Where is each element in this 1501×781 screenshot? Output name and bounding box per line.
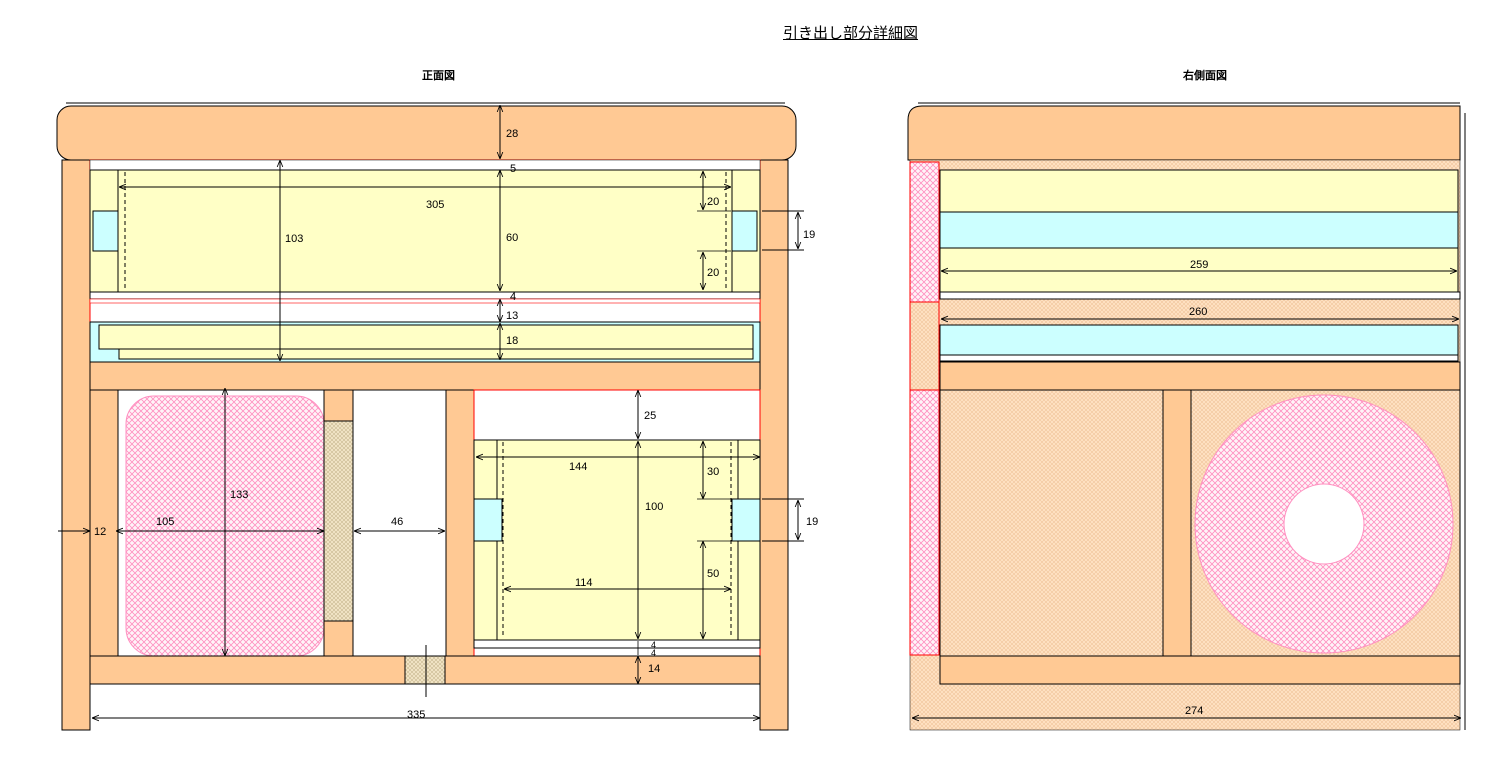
dim-lower-height: 100 <box>645 501 663 513</box>
front-view <box>56 102 797 731</box>
dim-lower-gap-a: 4 <box>651 640 656 650</box>
left-leg <box>61 159 91 731</box>
dim-rail-thickness: 19 <box>803 229 815 241</box>
dim-lower-top-gap: 25 <box>644 410 656 422</box>
dim-inner-width: 335 <box>407 709 425 721</box>
dim-cd-width: 105 <box>156 516 174 528</box>
dim-cd-height: 133 <box>230 489 248 501</box>
dim-lower-gap-b: 4 <box>651 648 656 658</box>
drawing-title: 引き出し部分詳細図 <box>783 24 919 42</box>
dim-side-thickness: 12 <box>94 526 106 538</box>
side-upper-slide <box>939 211 1459 249</box>
dim-lower-width: 144 <box>569 461 587 473</box>
dim-tray: 18 <box>506 335 518 347</box>
middle-shelf <box>89 361 761 391</box>
upper-drawer <box>117 169 733 293</box>
dim-upper-depth: 103 <box>285 233 303 245</box>
front-view-label: 正面図 <box>422 69 455 82</box>
dim-rail-offset-bottom: 20 <box>707 267 719 279</box>
side-view <box>907 102 1466 731</box>
tray <box>98 324 754 350</box>
dimension-labels: 28 5 305 103 60 20 20 19 4 13 18 133 105… <box>94 128 1208 721</box>
lower-drawer <box>473 439 761 641</box>
dim-gap-mid: 46 <box>391 516 403 528</box>
dim-top-board: 28 <box>506 128 518 140</box>
dim-drawer-width: 305 <box>426 199 444 211</box>
lower-right-slide <box>731 498 761 542</box>
lower-divider <box>445 389 475 657</box>
dim-side-tray-depth: 260 <box>1189 306 1207 318</box>
right-leg <box>759 159 789 731</box>
dim-bottom-board: 14 <box>648 663 660 675</box>
lower-left-slide <box>473 498 503 542</box>
dimension-lines <box>58 105 1461 728</box>
top-board <box>56 105 797 161</box>
upper-left-slide <box>92 210 119 252</box>
dim-gap-top: 5 <box>510 163 516 175</box>
dim-lower-inner-width: 114 <box>575 577 593 589</box>
side-view-label: 右側面図 <box>1183 69 1227 82</box>
dim-bottom-gap: 4 <box>510 291 516 303</box>
dim-side-drawer-depth: 259 <box>1190 259 1208 271</box>
side-upper-drawer <box>939 169 1459 213</box>
dim-lower-rail-bottom: 50 <box>707 568 719 580</box>
dim-shelf-gap: 13 <box>506 310 518 322</box>
dim-lower-rail-top: 30 <box>707 466 719 478</box>
side-tray <box>939 324 1459 356</box>
upper-right-slide <box>731 210 758 252</box>
dim-rail-offset-top: 20 <box>707 196 719 208</box>
dim-drawer-height: 60 <box>506 232 518 244</box>
dim-side-overall-depth: 274 <box>1185 705 1203 717</box>
side-top-board <box>907 105 1461 161</box>
dim-lower-rail-thickness: 19 <box>806 516 818 528</box>
